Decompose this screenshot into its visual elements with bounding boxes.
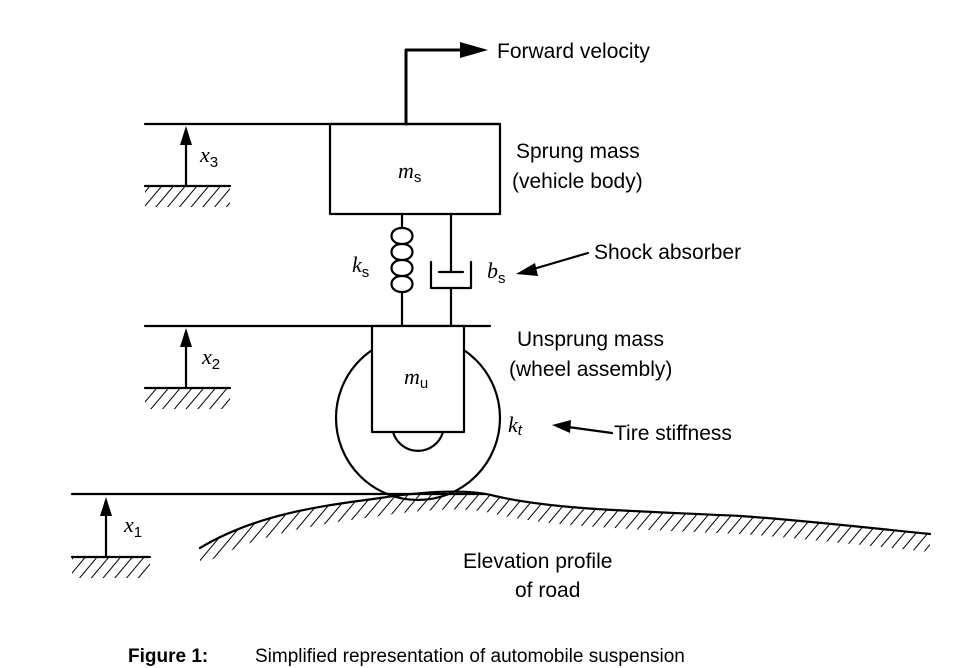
- sprung-mass-label: Sprung mass: [516, 140, 640, 163]
- tire-stiffness-pointer: [552, 420, 614, 435]
- figure-caption-text: Simplified representation of automobile …: [255, 646, 685, 667]
- unsprung-mass-sublabel: (wheel assembly): [509, 358, 672, 381]
- sprung-mass-symbol: ms: [398, 158, 421, 186]
- x3-arrow: [180, 126, 192, 188]
- road-sublabel: of road: [515, 579, 580, 602]
- unsprung-mass-label: Unsprung mass: [517, 328, 664, 351]
- shock-absorber-pointer: [516, 251, 590, 276]
- forward-velocity-arrow: [404, 42, 488, 126]
- x2-symbol: x2: [201, 344, 220, 373]
- x1-symbol: x1: [123, 512, 142, 541]
- figure-number: Figure 1:: [128, 646, 209, 667]
- tire-stiffness-symbol: kt: [508, 412, 523, 439]
- unsprung-mass-block: [370, 324, 466, 434]
- tire-stiffness-label: Tire stiffness: [614, 422, 732, 445]
- x3-symbol: x3: [199, 142, 218, 171]
- forward-velocity-label: Forward velocity: [497, 40, 650, 63]
- sprung-mass-block: [328, 122, 502, 216]
- unsprung-mass-symbol: mu: [404, 364, 428, 392]
- road-profile: [198, 490, 932, 566]
- ground-x1: [70, 555, 152, 578]
- ground-x2: [143, 386, 232, 409]
- figure-caption: Figure 1: Simplified representation of a…: [0, 646, 977, 667]
- damping-symbol: bs: [487, 258, 506, 287]
- spring-ks: [390, 212, 414, 328]
- shock-absorber-label: Shock absorber: [594, 241, 741, 264]
- shock-absorber-bs: [429, 212, 473, 328]
- x1-arrow: [100, 497, 112, 558]
- sprung-mass-sublabel: (vehicle body): [512, 170, 643, 193]
- road-label: Elevation profile: [463, 550, 612, 573]
- spring-stiffness-symbol: ks: [352, 252, 369, 281]
- x2-arrow: [180, 328, 192, 390]
- ground-x3: [143, 184, 232, 207]
